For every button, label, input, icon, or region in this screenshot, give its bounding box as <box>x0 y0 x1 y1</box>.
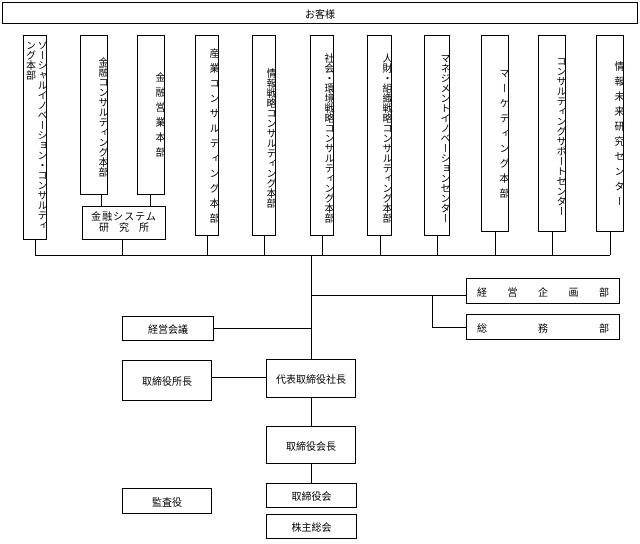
division-industry-consulting: 産業コンサルティング本部 <box>195 35 219 236</box>
research-line-1: 金融システム <box>91 212 157 223</box>
representative-president: 代表取締役社長 <box>266 359 356 398</box>
division-future-research: 情報未来研究センター <box>596 35 624 232</box>
management-council: 経営会議 <box>122 316 214 341</box>
division-human-resources: 人財・組織戦略コンサルティング本部 <box>367 35 392 236</box>
drop-line-7 <box>380 236 381 255</box>
general-affairs-dept: 総 務 部 <box>466 314 620 340</box>
chairman-link <box>212 377 266 378</box>
division-social-environment: 社会・環境戦略コンサルティング本部 <box>310 35 334 236</box>
board-of-directors: 取締役会 <box>266 483 357 508</box>
director-chairman: 取締役所長 <box>122 360 212 401</box>
shareholders-meeting: 株主総会 <box>266 514 357 539</box>
auditor: 監査役 <box>122 488 212 514</box>
drop-line-1 <box>35 240 36 255</box>
drop-line-6 <box>322 236 323 255</box>
drop-line-4 <box>207 236 208 255</box>
division-bus-line <box>35 255 610 256</box>
staff-vertical-line <box>432 295 433 327</box>
drop-line-5 <box>264 236 265 255</box>
division-finance-sales: 金融営業本部 <box>137 35 165 195</box>
staff-branch-line <box>311 295 466 296</box>
division-consulting-support: コンサルティングサポートセンター <box>538 35 566 232</box>
drop-line-11 <box>610 232 611 255</box>
customer-box: お客様 <box>2 2 638 24</box>
division-it-strategy: 情報戦略コンサルティング本部 <box>252 35 276 236</box>
drop-line-8 <box>437 236 438 255</box>
general-affairs-link <box>432 327 466 328</box>
division-finance-consulting: 金融コンサルティング本部 <box>80 35 108 195</box>
board-chair-to-board-line <box>311 464 312 483</box>
division-social-innovation: ソーシャルイノベーション・コンサルティング本部 <box>23 35 47 240</box>
president-to-board-chair-line <box>311 398 312 426</box>
division-marketing: マーケティング本部 <box>481 35 509 232</box>
research-line-2: 研究所 <box>99 223 159 234</box>
customer-label: お客様 <box>305 9 335 21</box>
corporate-planning-dept: 経 営 企 画 部 <box>466 278 620 304</box>
council-link <box>214 328 311 329</box>
drop-line-research <box>122 240 123 255</box>
board-chairman: 取締役会長 <box>266 426 356 464</box>
main-trunk-line <box>311 255 312 359</box>
finance-systems-research-institute: 金融システム 研究所 <box>82 206 166 240</box>
finance-link-2 <box>101 195 102 206</box>
drop-line-9 <box>495 232 496 255</box>
finance-link-3 <box>150 195 151 206</box>
division-management-innovation: マネジメントイノベーションセンター <box>424 35 450 236</box>
drop-line-10 <box>552 232 553 255</box>
